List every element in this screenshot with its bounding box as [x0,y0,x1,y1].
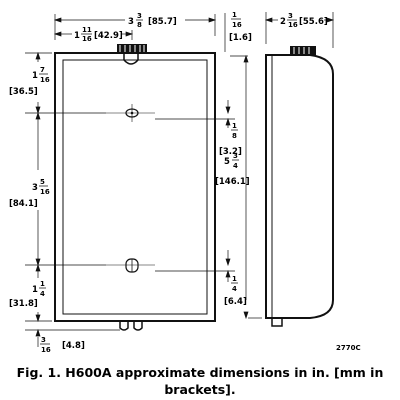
knob-side [290,46,316,55]
dim-upperhole-mm: [3.2] [219,147,242,157]
dimension-drawing: 3 3 8 [85.7] 1 11 16 [42.9] 1 16 [1.6] 2… [9,11,361,354]
dim-depth-num: 3 [288,12,293,20]
knob-front [117,44,147,53]
dim-spacing-den: 16 [40,188,50,196]
dim-width-whole: 3 [128,17,134,27]
dim-bothole-whole: 1 [32,285,38,295]
dim-rib-mm: [1.6] [229,33,252,43]
dim-tophole-num: 7 [40,66,45,74]
dim-depth-den: 16 [288,21,298,29]
dim-lowerhole-num: 1 [232,275,237,283]
dim-width-den: 8 [137,21,142,29]
dim-width-num: 3 [137,12,142,20]
dim-depth-mm: [55.6] [299,17,328,27]
dim-upperhole-num: 1 [232,122,237,130]
dim-rib-den: 16 [232,21,242,29]
dim-knob-num: 11 [82,26,92,34]
drawing-number: 2770C [336,344,361,352]
dim-lowerhole-mm: [6.4] [224,297,247,307]
dim-rib-num: 1 [232,11,237,19]
dimension-lines [25,12,335,347]
dim-spacing-num: 5 [40,178,45,186]
dim-foot-num: 3 [41,336,46,344]
dim-bothole-mm: [31.8] [9,299,38,309]
dim-lowerhole-den: 4 [232,285,237,293]
dim-bothole-den: 4 [40,290,45,298]
dim-height-num: 3 [233,152,238,160]
dim-tophole-den: 16 [40,76,50,84]
dim-spacing-mm: [84.1] [9,199,38,209]
dim-depth-whole: 2 [280,17,286,27]
dim-foot-mm: [4.8] [62,341,85,351]
figure-caption: Fig. 1. H600A approximate dimensions in … [16,365,384,397]
dim-upperhole-den: 8 [232,132,237,140]
side-view [265,46,334,327]
dim-tophole-mm: [36.5] [9,87,38,97]
dim-height-mm: [146.1] [215,177,250,187]
dim-tophole-whole: 1 [32,71,38,81]
dim-knob-den: 16 [82,35,92,43]
dim-width-mm: [85.7] [148,17,177,27]
dim-height-den: 4 [233,162,238,170]
dim-bothole-num: 1 [40,280,45,288]
dim-knob-whole: 1 [74,31,80,41]
dim-foot-den: 16 [41,346,51,354]
dim-height-whole: 5 [224,157,230,167]
dimension-labels: 3 3 8 [85.7] 1 11 16 [42.9] 1 16 [1.6] 2… [9,11,361,354]
dim-spacing-whole: 3 [32,183,38,193]
front-view [54,44,216,331]
dim-knob-mm: [42.9] [94,31,123,41]
